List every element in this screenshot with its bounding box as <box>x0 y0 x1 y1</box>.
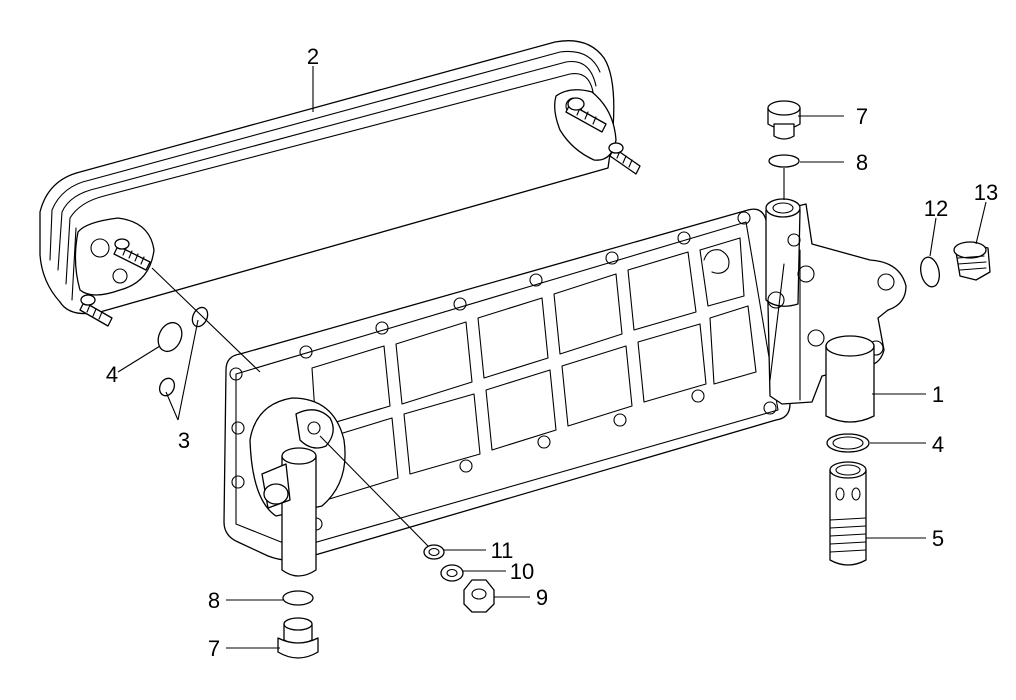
screw-plug-top <box>767 100 801 140</box>
hex-nut <box>463 579 495 613</box>
callout-4-left: 4 <box>106 362 118 387</box>
leader-lines <box>117 66 987 649</box>
sealing-washer <box>423 544 445 560</box>
o-ring-plug-right <box>920 256 940 288</box>
oil-cooler-core <box>39 40 641 327</box>
oil-cooler-housing <box>223 198 907 577</box>
oil-filter-bypass-valve <box>829 461 867 566</box>
screw-plug-right <box>953 241 991 281</box>
o-ring-top <box>768 154 800 168</box>
callout-1: 1 <box>932 382 944 407</box>
callout-8-bottom: 8 <box>208 588 220 613</box>
stud-right-upper <box>565 97 607 133</box>
callout-12: 12 <box>924 196 948 221</box>
stud-left-lower <box>79 294 113 327</box>
callout-2: 2 <box>307 44 319 69</box>
callout-13: 13 <box>974 180 998 205</box>
o-ring-small-b <box>158 377 176 397</box>
callout-4-right: 4 <box>932 432 944 457</box>
housing-right-manifold <box>765 198 907 423</box>
callout-7-top: 7 <box>856 104 868 129</box>
callout-9: 9 <box>536 585 548 610</box>
stud-left-upper <box>113 238 151 271</box>
o-ring-small-a <box>191 306 209 328</box>
callout-5: 5 <box>932 526 944 551</box>
callout-11: 11 <box>491 538 514 563</box>
o-ring-large-left <box>157 321 183 353</box>
o-ring-bottom <box>282 590 314 606</box>
callout-7-bottom: 7 <box>208 636 220 661</box>
callout-3: 3 <box>178 428 190 453</box>
callout-10: 10 <box>510 559 534 584</box>
callout-8-top: 8 <box>856 150 868 175</box>
washer <box>440 564 464 582</box>
stud-right-lower <box>608 142 641 175</box>
callout-labels: 2 4 3 7 8 12 13 1 4 5 11 10 9 8 7 <box>106 44 998 661</box>
housing-left-boss <box>249 397 346 577</box>
screw-plug-bottom <box>277 617 319 659</box>
